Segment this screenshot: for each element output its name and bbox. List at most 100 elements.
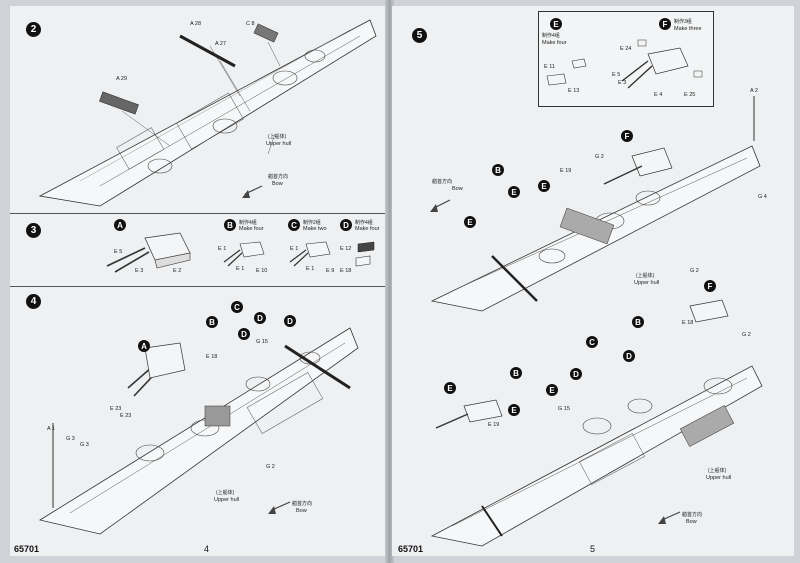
- bow-cn-label: 艏首方向: [682, 512, 703, 518]
- part-label: E 10: [256, 268, 268, 274]
- turret-c-drawing: [289, 241, 331, 267]
- callout-badge: E: [508, 404, 520, 416]
- callout-badge: D: [623, 350, 635, 362]
- callout-badge: B: [510, 367, 522, 379]
- part-label: E 19: [488, 422, 500, 428]
- part-label: E 24: [620, 46, 632, 52]
- catalog-number: 65701: [398, 544, 424, 554]
- part-label: E 5: [612, 72, 621, 78]
- part-label: E 1: [218, 246, 227, 252]
- part-label: E 11: [544, 64, 555, 70]
- step-4-hull-drawing: [38, 327, 359, 535]
- bow-cn-label: 艏首方向: [268, 174, 289, 180]
- callout-badge: A: [138, 340, 150, 352]
- make-cn-label: 制作4组: [542, 33, 560, 39]
- part-label: G 3: [80, 442, 89, 448]
- part-label: G 2: [595, 154, 604, 160]
- part-label: E 3: [618, 80, 627, 86]
- subassembly-c-badge: C: [288, 219, 300, 231]
- callout-badge: F: [704, 280, 716, 292]
- part-label: E 18: [206, 354, 218, 360]
- part-label: G 3: [66, 436, 75, 442]
- part-label: E 19: [560, 168, 572, 174]
- make-count-label: Make four: [239, 226, 264, 232]
- catalog-number: 65701: [14, 544, 40, 554]
- callout-badge: D: [254, 312, 266, 324]
- callout-badge: B: [492, 164, 504, 176]
- step-5-lower-hull-drawing: [430, 299, 763, 547]
- make-count-label: Make three: [674, 26, 702, 32]
- part-label: E 5: [114, 249, 123, 255]
- callout-badge: E: [546, 384, 558, 396]
- subassembly-d-badge: D: [340, 219, 352, 231]
- page-number: 4: [204, 544, 210, 554]
- part-label: A 27: [215, 41, 227, 47]
- callout-badge: D: [284, 315, 296, 327]
- callout-badge: C: [586, 336, 598, 348]
- callout-badge: E: [538, 180, 550, 192]
- callout-badge: B: [632, 316, 644, 328]
- bow-label: Bow: [272, 181, 283, 187]
- callout-badge: E: [444, 382, 456, 394]
- upper-hull-cn-label: (上船体): [708, 468, 727, 474]
- callout-badge: D: [238, 328, 250, 340]
- upper-hull-cn-label: (上船体): [268, 134, 287, 140]
- subassembly-e-badge: E: [550, 18, 562, 30]
- part-d-drawing: [355, 241, 375, 267]
- part-e-drawing: [546, 58, 587, 86]
- bow-label: Bow: [686, 519, 697, 525]
- subassembly-a-badge: A: [114, 219, 126, 231]
- page-number: 5: [590, 544, 596, 554]
- callout-badge: B: [206, 316, 218, 328]
- make-cn-label: 制作4组: [239, 220, 257, 226]
- part-label: E 1: [236, 266, 245, 272]
- upper-hull-cn-label: (上船体): [216, 490, 235, 496]
- make-count-label: Make four: [355, 226, 380, 232]
- upper-hull-label: Upper hull: [214, 497, 240, 503]
- upper-hull-label: Upper hull: [266, 141, 292, 147]
- callout-badge: E: [464, 216, 476, 228]
- callout-badge: E: [508, 186, 520, 198]
- part-label: E 25: [684, 92, 696, 98]
- subassembly-b-badge: B: [224, 219, 236, 231]
- step-divider: [10, 286, 386, 287]
- part-label: G 2: [742, 332, 751, 338]
- part-label: G 4: [758, 194, 767, 200]
- bow-label: Bow: [296, 508, 307, 514]
- part-label: E 18: [340, 268, 352, 274]
- part-label: A 28: [190, 21, 202, 27]
- upper-hull-label: Upper hull: [634, 280, 660, 286]
- make-count-label: Make two: [303, 226, 327, 232]
- callout-badge: F: [621, 130, 633, 142]
- part-label: E 4: [654, 92, 663, 98]
- bow-cn-label: 艏首方向: [292, 501, 313, 507]
- part-label: A 1: [47, 426, 55, 432]
- part-label: G 15: [558, 406, 570, 412]
- part-label: E 2: [173, 268, 182, 274]
- part-label: A 2: [750, 88, 758, 94]
- step-divider: [10, 213, 386, 214]
- turret-b-drawing: [223, 241, 265, 267]
- left-page: 2 A 28 A 27 C 8 A 29 (上船体) Upper: [10, 6, 387, 556]
- turret-f-inset-drawing: [621, 39, 703, 89]
- step-2-number: 2: [26, 22, 41, 37]
- step-2-hull-drawing: [38, 19, 377, 207]
- bow-label: Bow: [452, 186, 463, 192]
- part-label: E 23: [120, 413, 132, 419]
- part-label: G 2: [266, 464, 275, 470]
- upper-hull-cn-label: (上船体): [636, 273, 655, 279]
- part-label: E 1: [290, 246, 299, 252]
- part-label: E 3: [135, 268, 144, 274]
- part-label: A 29: [116, 76, 128, 82]
- step-4-number: 4: [26, 294, 41, 309]
- binding-gutter: [385, 0, 394, 563]
- part-label: E 9: [326, 268, 335, 274]
- make-count-label: Make four: [542, 40, 567, 46]
- part-label: E 13: [568, 88, 580, 94]
- turret-a-drawing: [106, 232, 191, 273]
- part-label: E 18: [682, 320, 694, 326]
- make-cn-label: 制作4组: [355, 220, 373, 226]
- part-label: E 12: [340, 246, 352, 252]
- part-label: E 1: [306, 266, 315, 272]
- callout-badge: C: [231, 301, 243, 313]
